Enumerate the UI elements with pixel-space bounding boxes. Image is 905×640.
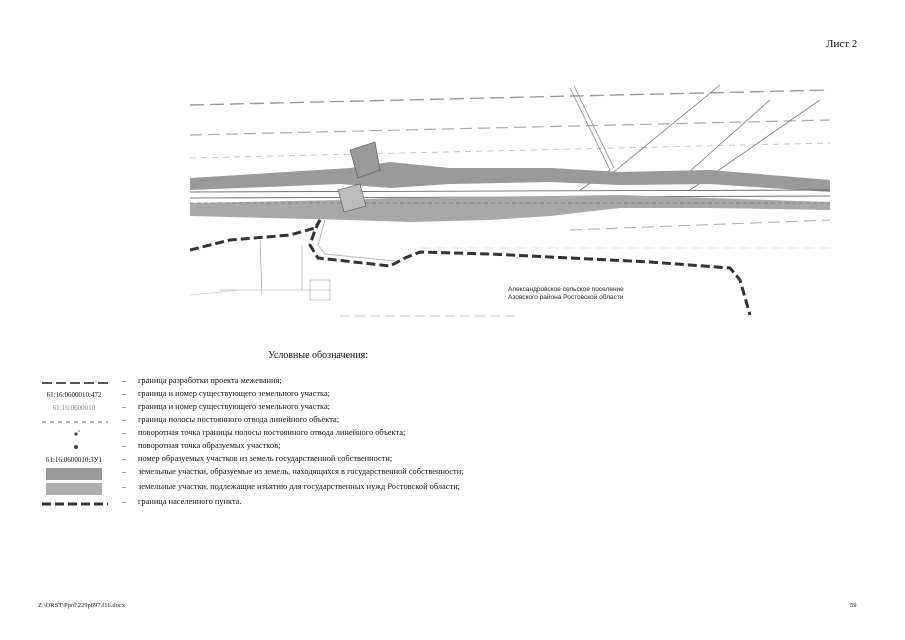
turning-point-parcels-icon	[74, 445, 78, 449]
legend-row: – поворотная точка границы полосы постоя…	[38, 428, 598, 441]
right-of-way-boundary-symbol	[42, 421, 108, 423]
seized-parcels-fill-swatch	[46, 483, 102, 495]
legend-row: – поворотная точка образуемых участков;	[38, 441, 598, 454]
legend-row: – земельные участки, образуемые из земел…	[38, 467, 598, 482]
settlement-boundary-symbol	[42, 502, 108, 506]
legend-row: – земельные участки, подлежащие изъятию …	[38, 482, 598, 497]
place-label-line2: Азовского района Ростовской области	[508, 294, 624, 301]
legend: – граница разработки проекта межевания; …	[38, 376, 598, 510]
place-label-line1: Александровское сельское поселение	[508, 286, 624, 293]
page-number: 59	[850, 602, 857, 609]
legend-row: – граница разработки проекта межевания;	[38, 376, 598, 389]
legend-row: 61:16:0600010:472 – граница и номер суще…	[46, 389, 331, 399]
state-parcels-fill-swatch	[46, 468, 102, 480]
file-path: Z:\ORST\Ppol\229p897.f16.docx	[38, 602, 126, 609]
legend-row: – граница полосы постоянного отвода лине…	[38, 415, 598, 428]
survey-map: Александровское сельское поселение Азовс…	[189, 80, 831, 320]
turning-point-icon	[74, 430, 80, 436]
legend-row: 61:16:0600010 – граница и номер существу…	[52, 402, 331, 412]
map-drawing	[189, 84, 831, 317]
legend-row: 61:16:0600010:ЗУ1 – номер образуемых уча…	[45, 454, 393, 464]
project-boundary-symbol	[42, 382, 108, 384]
legend-title: Условные обозначения:	[268, 350, 369, 361]
legend-row: – граница населенного пункта.	[38, 497, 598, 510]
sheet-number: Лист 2	[826, 38, 858, 50]
